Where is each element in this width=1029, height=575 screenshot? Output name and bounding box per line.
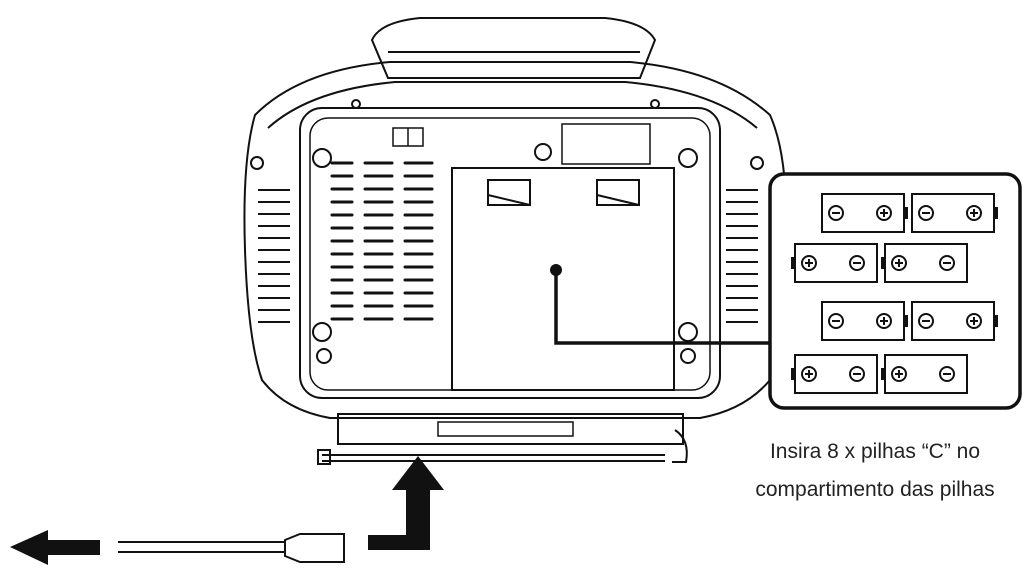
caption-line-2: compartimento das pilhas <box>755 478 995 501</box>
battery-cell <box>791 354 878 394</box>
power-cord <box>118 533 345 563</box>
left-arrow <box>10 530 100 565</box>
screws <box>250 99 764 364</box>
side-vents <box>258 189 758 323</box>
speaker-grille <box>330 161 434 321</box>
carry-handle <box>370 17 657 79</box>
battery-list <box>791 193 998 394</box>
boombox-body <box>243 61 787 419</box>
battery-cell <box>821 193 908 233</box>
label-plate <box>561 123 651 165</box>
battery-cell <box>881 354 968 394</box>
battery-cell <box>881 243 968 283</box>
caption-line-1: Insira 8 x pilhas “C” no <box>769 440 981 463</box>
callout-line <box>554 270 772 345</box>
battery-cell <box>791 243 878 283</box>
battery-cell <box>821 301 908 341</box>
antenna-tip <box>317 449 331 465</box>
bottom-bar <box>337 413 684 445</box>
battery-cell <box>911 301 998 341</box>
battery-cell <box>911 193 998 233</box>
up-arrow <box>368 456 444 550</box>
battery-compartment-door <box>451 167 675 391</box>
back-panel <box>299 107 721 399</box>
